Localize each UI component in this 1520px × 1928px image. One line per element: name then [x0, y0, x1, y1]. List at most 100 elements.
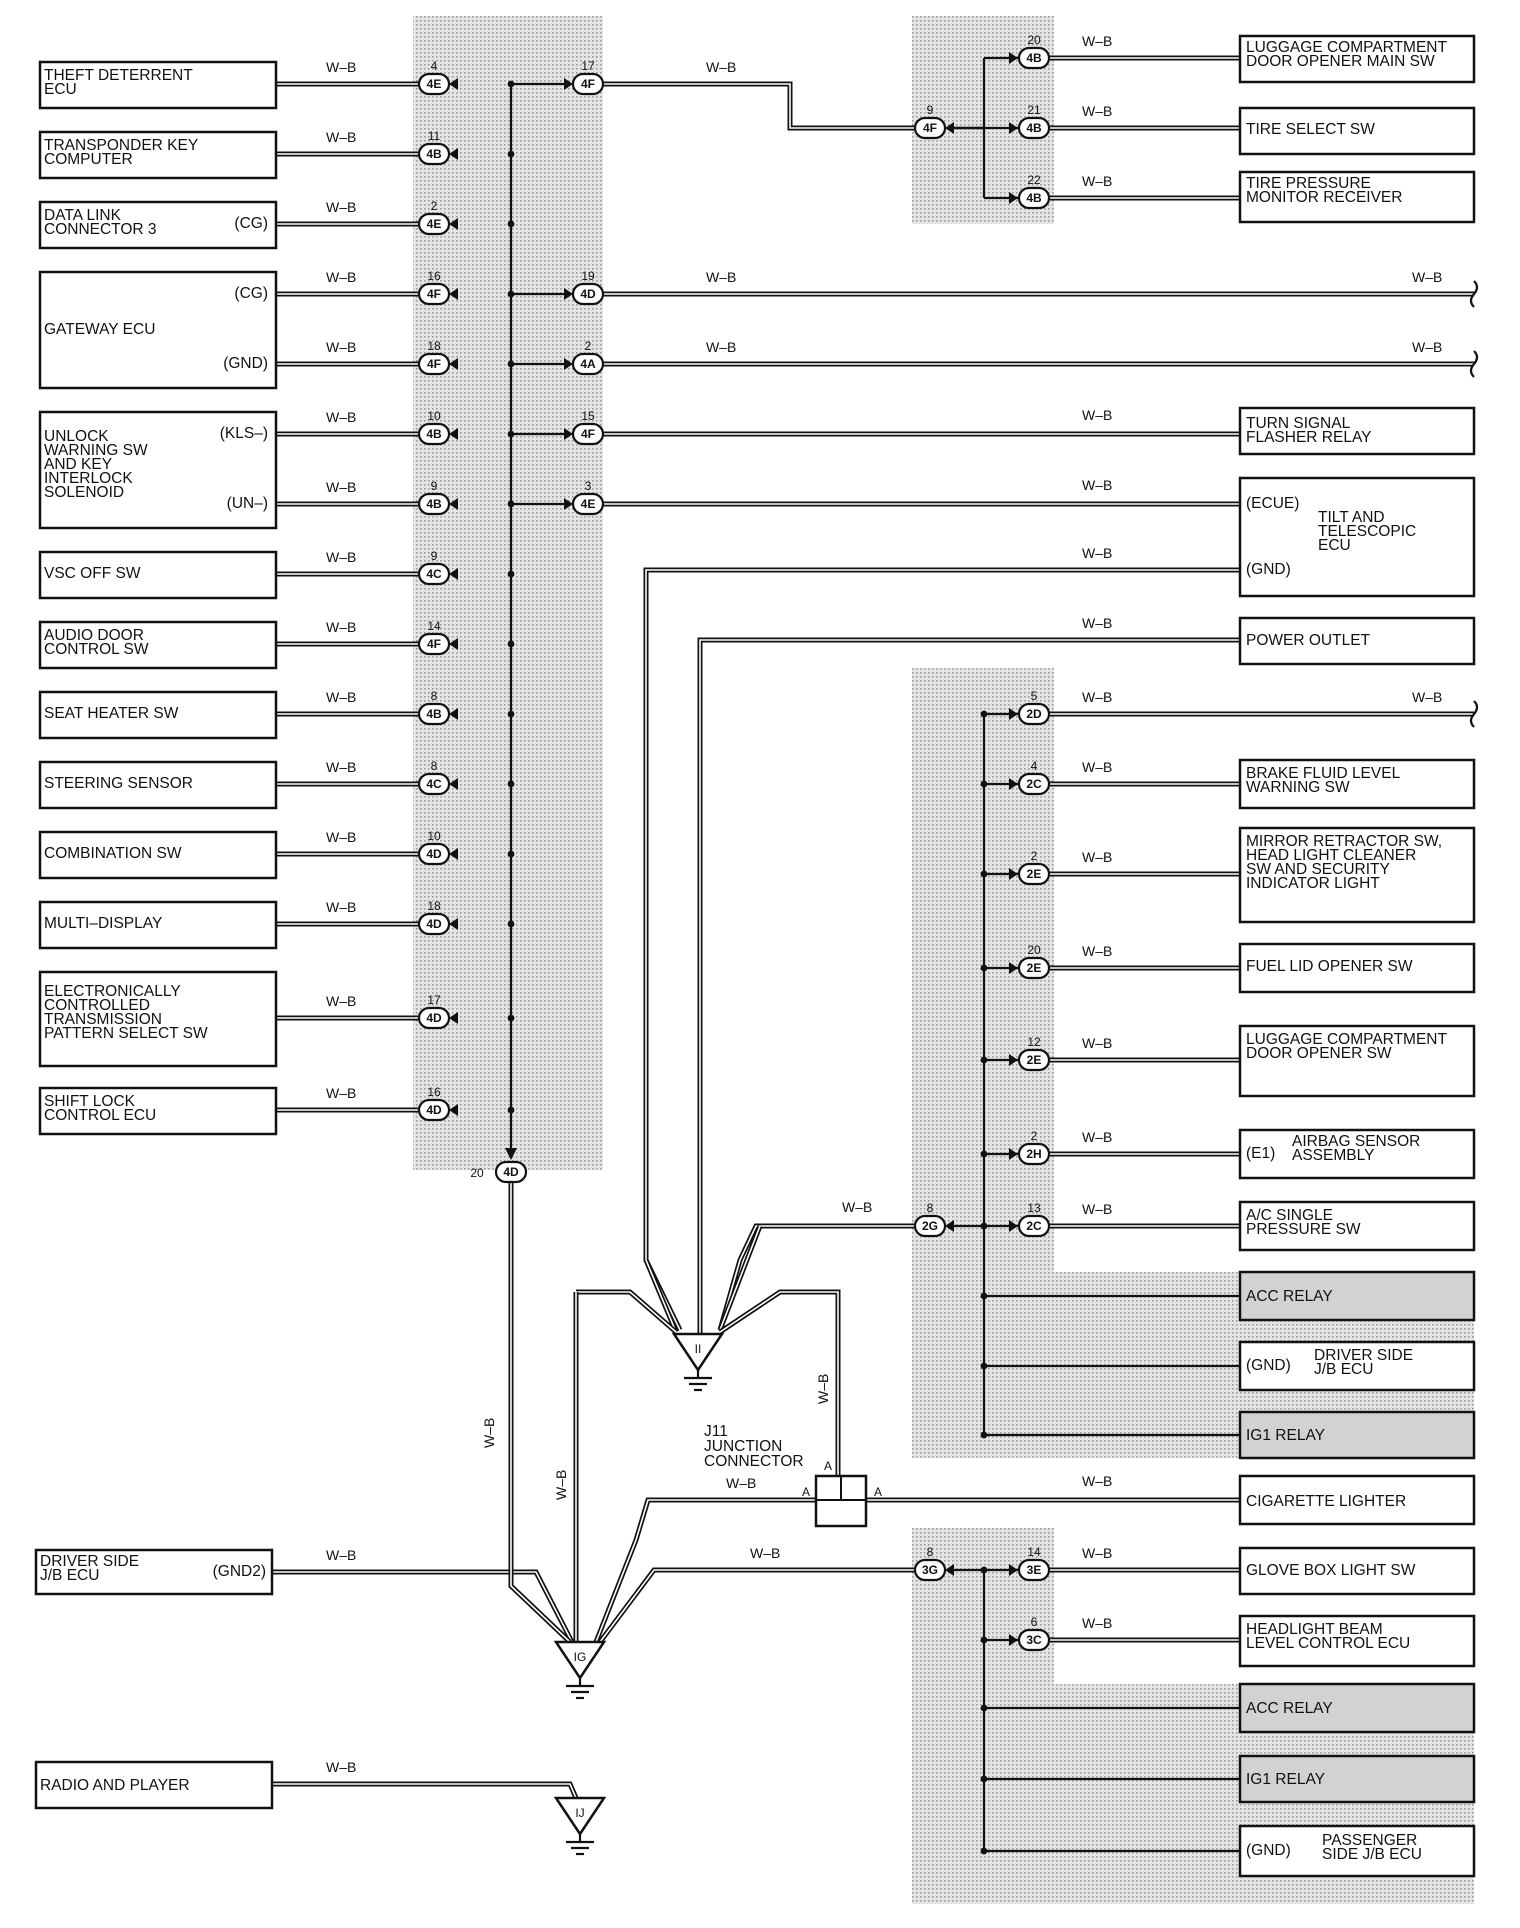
connector-code: 4E — [427, 217, 442, 231]
component-label: VSC OFF SW — [44, 565, 141, 582]
pin-label: A — [874, 1485, 882, 1499]
connector-code: 4B — [426, 427, 442, 441]
ground-label: IJ — [575, 1806, 584, 1820]
connector-code: 4B — [426, 707, 442, 721]
component-label: FUEL LID OPENER SW — [1246, 958, 1413, 975]
component-label: A/C SINGLE — [1246, 1207, 1333, 1224]
wire-color-label: W–B — [1082, 477, 1112, 493]
wire-core — [719, 1291, 838, 1333]
arrow-icon — [1009, 1054, 1018, 1066]
connector-code: 2C — [1026, 777, 1042, 791]
connector-2c — [1017, 1214, 1051, 1238]
component-box — [1238, 1340, 1476, 1392]
arrow-icon — [1009, 868, 1018, 880]
arrow-icon — [449, 918, 458, 930]
terminal-label: (GND) — [1246, 1357, 1291, 1374]
component-multi — [38, 900, 278, 950]
connector-code: 4B — [1026, 51, 1042, 65]
component-box — [1238, 1754, 1476, 1804]
arrow-icon — [1009, 962, 1018, 974]
connector-code: 2G — [922, 1219, 938, 1233]
component-label: COMPUTER — [44, 151, 133, 168]
arrow-icon — [1009, 1564, 1018, 1576]
wire-core — [510, 1182, 571, 1643]
arrow-icon — [505, 1148, 517, 1160]
connector-3c — [1017, 1628, 1051, 1652]
component-box — [1238, 1614, 1476, 1668]
component-label: J/B ECU — [40, 1567, 99, 1584]
pin-number: 17 — [581, 59, 595, 73]
junction-dot — [980, 870, 988, 878]
component-label: WARNING SW — [1246, 779, 1350, 796]
junction-dot — [980, 1704, 988, 1712]
component-label: TIRE SELECT SW — [1246, 121, 1375, 138]
ground-triangle — [553, 1796, 607, 1837]
connector-2d — [1017, 702, 1051, 726]
arrow-icon — [449, 498, 458, 510]
pin-number: 2 — [585, 339, 592, 353]
component-label: LEVEL CONTROL ECU — [1246, 1635, 1410, 1652]
component-label: GLOVE BOX LIGHT SW — [1246, 1562, 1416, 1579]
ground-label: II — [695, 1342, 702, 1356]
component-label: CONTROL ECU — [44, 1107, 156, 1124]
component-label: SIDE J/B ECU — [1322, 1846, 1422, 1863]
wire-color-label: W–B — [326, 1547, 356, 1563]
component-box — [1238, 1824, 1476, 1878]
connector-4b — [1017, 186, 1051, 210]
pin-number: 2 — [1031, 1129, 1038, 1143]
connector-2h — [1017, 1142, 1051, 1166]
wire-core — [272, 1571, 573, 1643]
pin-number: 16 — [427, 269, 441, 283]
pin-number: 8 — [927, 1201, 934, 1215]
wire-color-label: W–B — [1082, 615, 1112, 631]
pin-number: 16 — [427, 1085, 441, 1099]
arrow-icon — [1009, 192, 1018, 204]
arrow-icon — [564, 498, 573, 510]
arrow-icon — [564, 428, 573, 440]
pin-number: 18 — [427, 899, 441, 913]
wire-color-label: W–B — [1412, 689, 1442, 705]
terminal-label: (GND) — [223, 355, 268, 372]
wire-core — [645, 1259, 677, 1333]
wire-color-label: W–B — [706, 59, 736, 75]
component-label: PATTERN SELECT SW — [44, 1025, 208, 1042]
connector-2e — [1017, 862, 1051, 886]
connector-code: 4F — [923, 121, 937, 135]
connector-code: 2H — [1026, 1147, 1041, 1161]
component-box — [1238, 942, 1476, 994]
component-label: STEERING SENSOR — [44, 775, 193, 792]
component-label: TRANSMISSION — [44, 1011, 162, 1028]
component-box — [1238, 1682, 1476, 1734]
wire-color-label: W–B — [326, 899, 356, 915]
pin-number: 14 — [427, 619, 441, 633]
connector-code: 4D — [580, 287, 596, 301]
terminal-label: (UN–) — [227, 495, 268, 512]
component-label: GATEWAY ECU — [44, 321, 155, 338]
component-box — [1238, 1128, 1476, 1180]
connector-code: 4D — [426, 1011, 442, 1025]
connector-4b — [1017, 116, 1051, 140]
component-combination — [38, 830, 278, 880]
connector-code: 4F — [581, 77, 595, 91]
arrow-icon — [1009, 1634, 1018, 1646]
wire — [272, 1781, 579, 1799]
component-label: ECU — [44, 81, 77, 98]
component-label: DOOR OPENER MAIN SW — [1246, 53, 1435, 70]
component-label: MULTI–DISPLAY — [44, 915, 162, 932]
component-power-outlet — [1238, 616, 1476, 666]
pin-number: 9 — [927, 103, 934, 117]
wire-color-label: W–B — [326, 59, 356, 75]
wire-color-label: W–B — [1082, 407, 1112, 423]
wire-color-label: W–B — [842, 1199, 872, 1215]
component-box — [1238, 826, 1476, 924]
terminal-label: (GND) — [1246, 1842, 1291, 1859]
connector-code: 4D — [426, 847, 442, 861]
component-label: DOOR OPENER SW — [1246, 1045, 1392, 1062]
wire-color-label: W–B — [1082, 849, 1112, 865]
wire-color-label: W–B — [1082, 689, 1112, 705]
component-shiftlock — [38, 1086, 278, 1136]
component-label: FLASHER RELAY — [1246, 429, 1371, 446]
wire-color-label: W–B — [750, 1545, 780, 1561]
wire-core — [603, 83, 914, 129]
